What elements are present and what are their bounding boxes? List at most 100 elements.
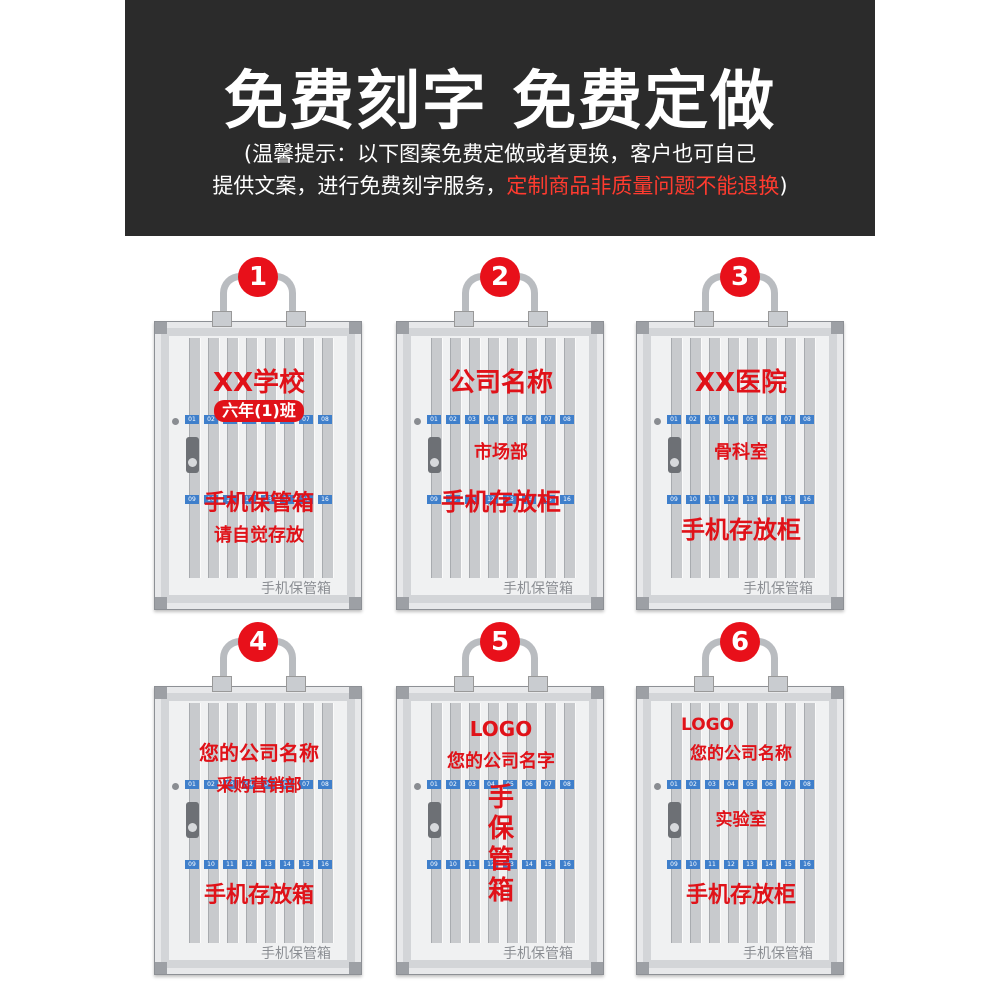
engraving-vertical: 手 保 管 箱 (397, 783, 605, 907)
handle-mount (768, 676, 788, 692)
slot-number-tag: 09 (667, 495, 681, 504)
phone-slot (208, 338, 220, 578)
frame-corner (155, 322, 167, 334)
slot-number-tag: 05 (743, 780, 757, 789)
slot-number-tag: 05 (503, 780, 517, 789)
screw (654, 783, 661, 790)
frame-corner (349, 962, 361, 974)
slot-number-tag: 03 (465, 780, 479, 789)
slot-number-tag: 10 (204, 495, 218, 504)
phone-slot (747, 703, 759, 943)
slot-grid (427, 338, 577, 578)
slot-number-tag: 07 (299, 415, 313, 424)
frame-corner (397, 322, 409, 334)
phone-slot (507, 703, 519, 943)
engraving-line-1: XX学校 (212, 368, 306, 398)
phone-slot (766, 703, 778, 943)
frame-corner (155, 687, 167, 699)
engraving-line-2: 骨科室 (714, 442, 768, 463)
handle-mount (768, 311, 788, 327)
phone-slot (690, 703, 702, 943)
slot-number-tag: 10 (446, 860, 460, 869)
lock-icon (668, 802, 681, 838)
slot-number-tag: 02 (446, 415, 460, 424)
engraving-line-2: 您的公司名称 (690, 744, 792, 764)
slot-number-tag: 12 (724, 860, 738, 869)
slot-grid (427, 703, 577, 943)
phone-slot (227, 338, 239, 578)
slot-number-tag: 04 (484, 415, 498, 424)
cabinet-caption: 手机保管箱 (743, 946, 813, 962)
engraving-line-3: 请自觉存放 (214, 525, 304, 546)
handle-mount (212, 311, 232, 327)
slot-number-tag: 04 (242, 780, 256, 789)
slot-grid (667, 338, 817, 578)
phone-slot (208, 703, 220, 943)
frame-corner (637, 687, 649, 699)
cabinet-caption: 手机保管箱 (261, 946, 331, 962)
slot-number-tag: 06 (522, 780, 536, 789)
header-banner: 免费刻字 免费定做 (温馨提示：以下图案免费定做或者更换，客户也可自己 提供文案… (125, 0, 875, 236)
slot-number-tag: 13 (743, 495, 757, 504)
slot-number-tag: 05 (503, 415, 517, 424)
slot-number-tag: 13 (503, 495, 517, 504)
slot-number-tag: 03 (465, 415, 479, 424)
phone-slot (747, 338, 759, 578)
slot-number-tag: 15 (541, 495, 555, 504)
engraving-line-1: LOGO (469, 717, 533, 741)
slot-number-tag: 14 (522, 495, 536, 504)
phone-slot (545, 703, 557, 943)
phone-slot (785, 338, 797, 578)
slot-number-tag: 11 (465, 495, 479, 504)
slot-number-tag: 10 (446, 495, 460, 504)
engraving-line-3: 实验室 (715, 810, 767, 830)
lock-icon (428, 802, 441, 838)
slot-number-tag: 15 (541, 860, 555, 869)
slot-grid (185, 338, 335, 578)
phone-slot (303, 703, 315, 943)
frame-corner (637, 322, 649, 334)
design-number-badge: 6 (720, 622, 760, 662)
frame-corner (637, 962, 649, 974)
slot-number-tag: 01 (427, 415, 441, 424)
handle-mount (454, 311, 474, 327)
vertical-char: 保 (487, 814, 514, 844)
phone-slot (265, 338, 277, 578)
slot-number-tag: 01 (427, 780, 441, 789)
slot-number-tag: 16 (560, 860, 574, 869)
engraving-line-2: 您的公司名字 (447, 751, 555, 772)
slot-number-tag: 06 (762, 415, 776, 424)
slot-number-tag: 16 (318, 495, 332, 504)
cabinet-caption: 手机保管箱 (261, 581, 331, 597)
slot-number-tag: 16 (800, 495, 814, 504)
phone-slot (450, 703, 462, 943)
phone-slot (469, 338, 481, 578)
frame-corner (831, 962, 843, 974)
slot-number-tag: 01 (667, 415, 681, 424)
phone-slot (284, 703, 296, 943)
slot-number-tag: 05 (743, 415, 757, 424)
engraving-line-2: 市场部 (474, 442, 528, 463)
screw (654, 418, 661, 425)
slot-number-tag: 03 (223, 780, 237, 789)
design-number-badge: 5 (480, 622, 520, 662)
phone-slot (450, 338, 462, 578)
page-title: 免费刻字 免费定做 (223, 65, 777, 139)
lock-icon (668, 437, 681, 473)
slot-number-tag: 12 (724, 495, 738, 504)
slot-number-tag: 04 (484, 780, 498, 789)
frame-corner (591, 322, 603, 334)
handle-mount (212, 676, 232, 692)
engraving-line-4: 手机存放柜 (685, 883, 796, 908)
slot-number-tag: 11 (223, 495, 237, 504)
tip-close-paren: ) (779, 174, 788, 198)
frame-corner (831, 322, 843, 334)
